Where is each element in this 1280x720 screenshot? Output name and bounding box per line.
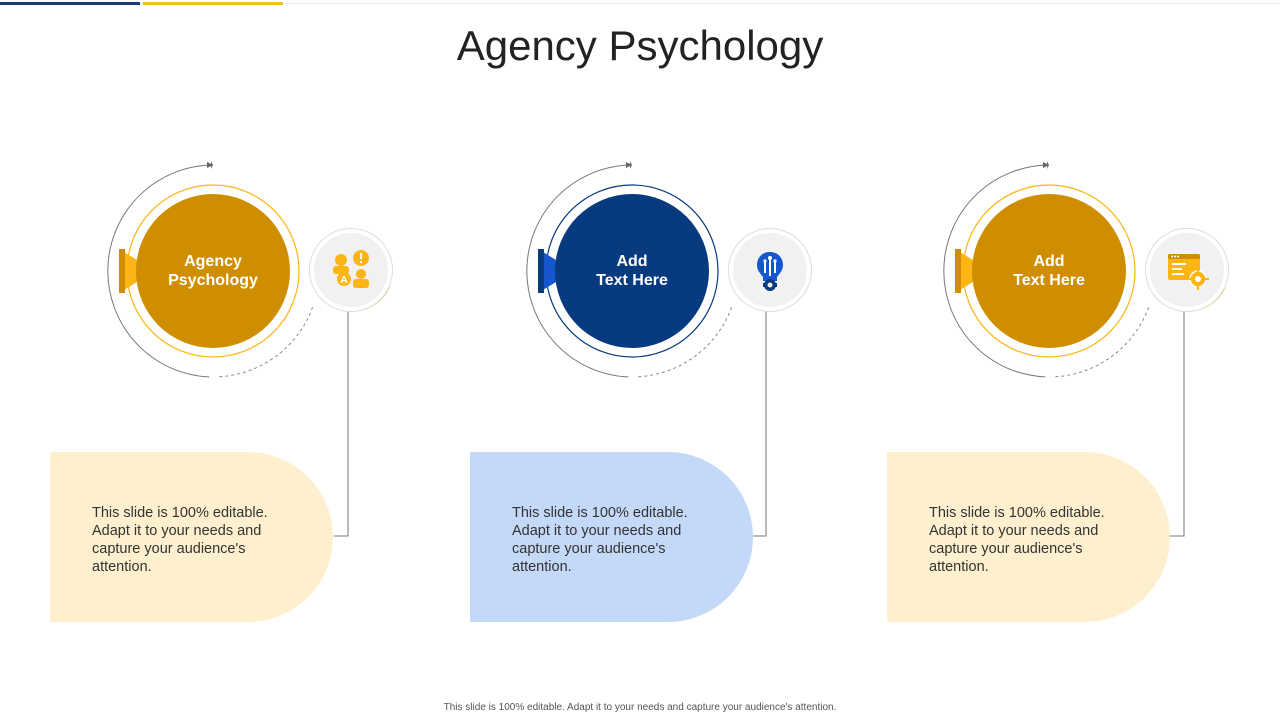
footer-note[interactable]: This slide is 100% editable. Adapt it to… — [443, 702, 837, 713]
step-2-description-box[interactable]: This slide is 100% editable. Adapt it to… — [470, 452, 753, 622]
step-2-pointer-base — [538, 249, 544, 293]
step-3-label[interactable]: Add Text Here — [1013, 253, 1085, 289]
step-2-arrow-head — [626, 162, 632, 168]
step-1-connector-line — [334, 311, 349, 537]
step-3-pointer-base — [955, 249, 961, 293]
step-2-label[interactable]: Add Text Here — [596, 253, 668, 289]
step-2-icon-badge[interactable] — [729, 229, 811, 311]
step-1-icon-badge[interactable]: A — [310, 229, 392, 311]
people-discussion-icon: A — [333, 250, 369, 288]
step-2: This slide is 100% editable. Adapt it to… — [0, 0, 811, 720]
svg-text:A: A — [340, 275, 347, 286]
step-2-circle[interactable]: Add Text Here — [555, 194, 709, 348]
step-1-description[interactable]: This slide is 100% editable. Adapt it to… — [92, 505, 268, 575]
step-2-description[interactable]: This slide is 100% editable. Adapt it to… — [512, 505, 688, 575]
step-3-dashed-arc — [1052, 307, 1150, 378]
slide-title[interactable]: Agency Psychology — [456, 22, 824, 69]
step-2-outer-arc — [526, 164, 633, 378]
step-1-dashed-arc — [216, 307, 314, 378]
top-rule — [0, 3, 1280, 4]
step-2-connector-line — [752, 311, 767, 537]
step-3-connector-line — [1170, 311, 1185, 537]
step-3-description-box[interactable]: This slide is 100% editable. Adapt it to… — [887, 452, 1170, 622]
step-1-outer-arc — [107, 164, 214, 378]
step-2-dashed-arc — [635, 307, 733, 378]
step-1-label[interactable]: Agency Psychology — [168, 253, 258, 289]
step-3-description[interactable]: This slide is 100% editable. Adapt it to… — [929, 505, 1105, 575]
step-3-circle[interactable]: Add Text Here — [972, 194, 1126, 348]
step-3-arrow-head — [1043, 162, 1049, 168]
top-accent-yellow — [143, 2, 283, 5]
lightbulb-gear-icon — [757, 252, 783, 291]
step-1-arrow-head — [207, 162, 213, 168]
step-1: This slide is 100% editable. Adapt it to… — [0, 0, 420, 720]
step-1-pointer-base — [119, 249, 125, 293]
top-accent-blue — [0, 2, 140, 5]
browser-gear-icon — [1168, 254, 1209, 290]
step-1-circle[interactable]: Agency Psychology — [136, 194, 290, 348]
step-1-description-box[interactable]: This slide is 100% editable. Adapt it to… — [50, 452, 333, 622]
step-3-icon-badge[interactable] — [1146, 229, 1228, 311]
step-3: This slide is 100% editable. Adapt it to… — [0, 0, 1228, 720]
step-3-outer-arc — [943, 164, 1050, 378]
